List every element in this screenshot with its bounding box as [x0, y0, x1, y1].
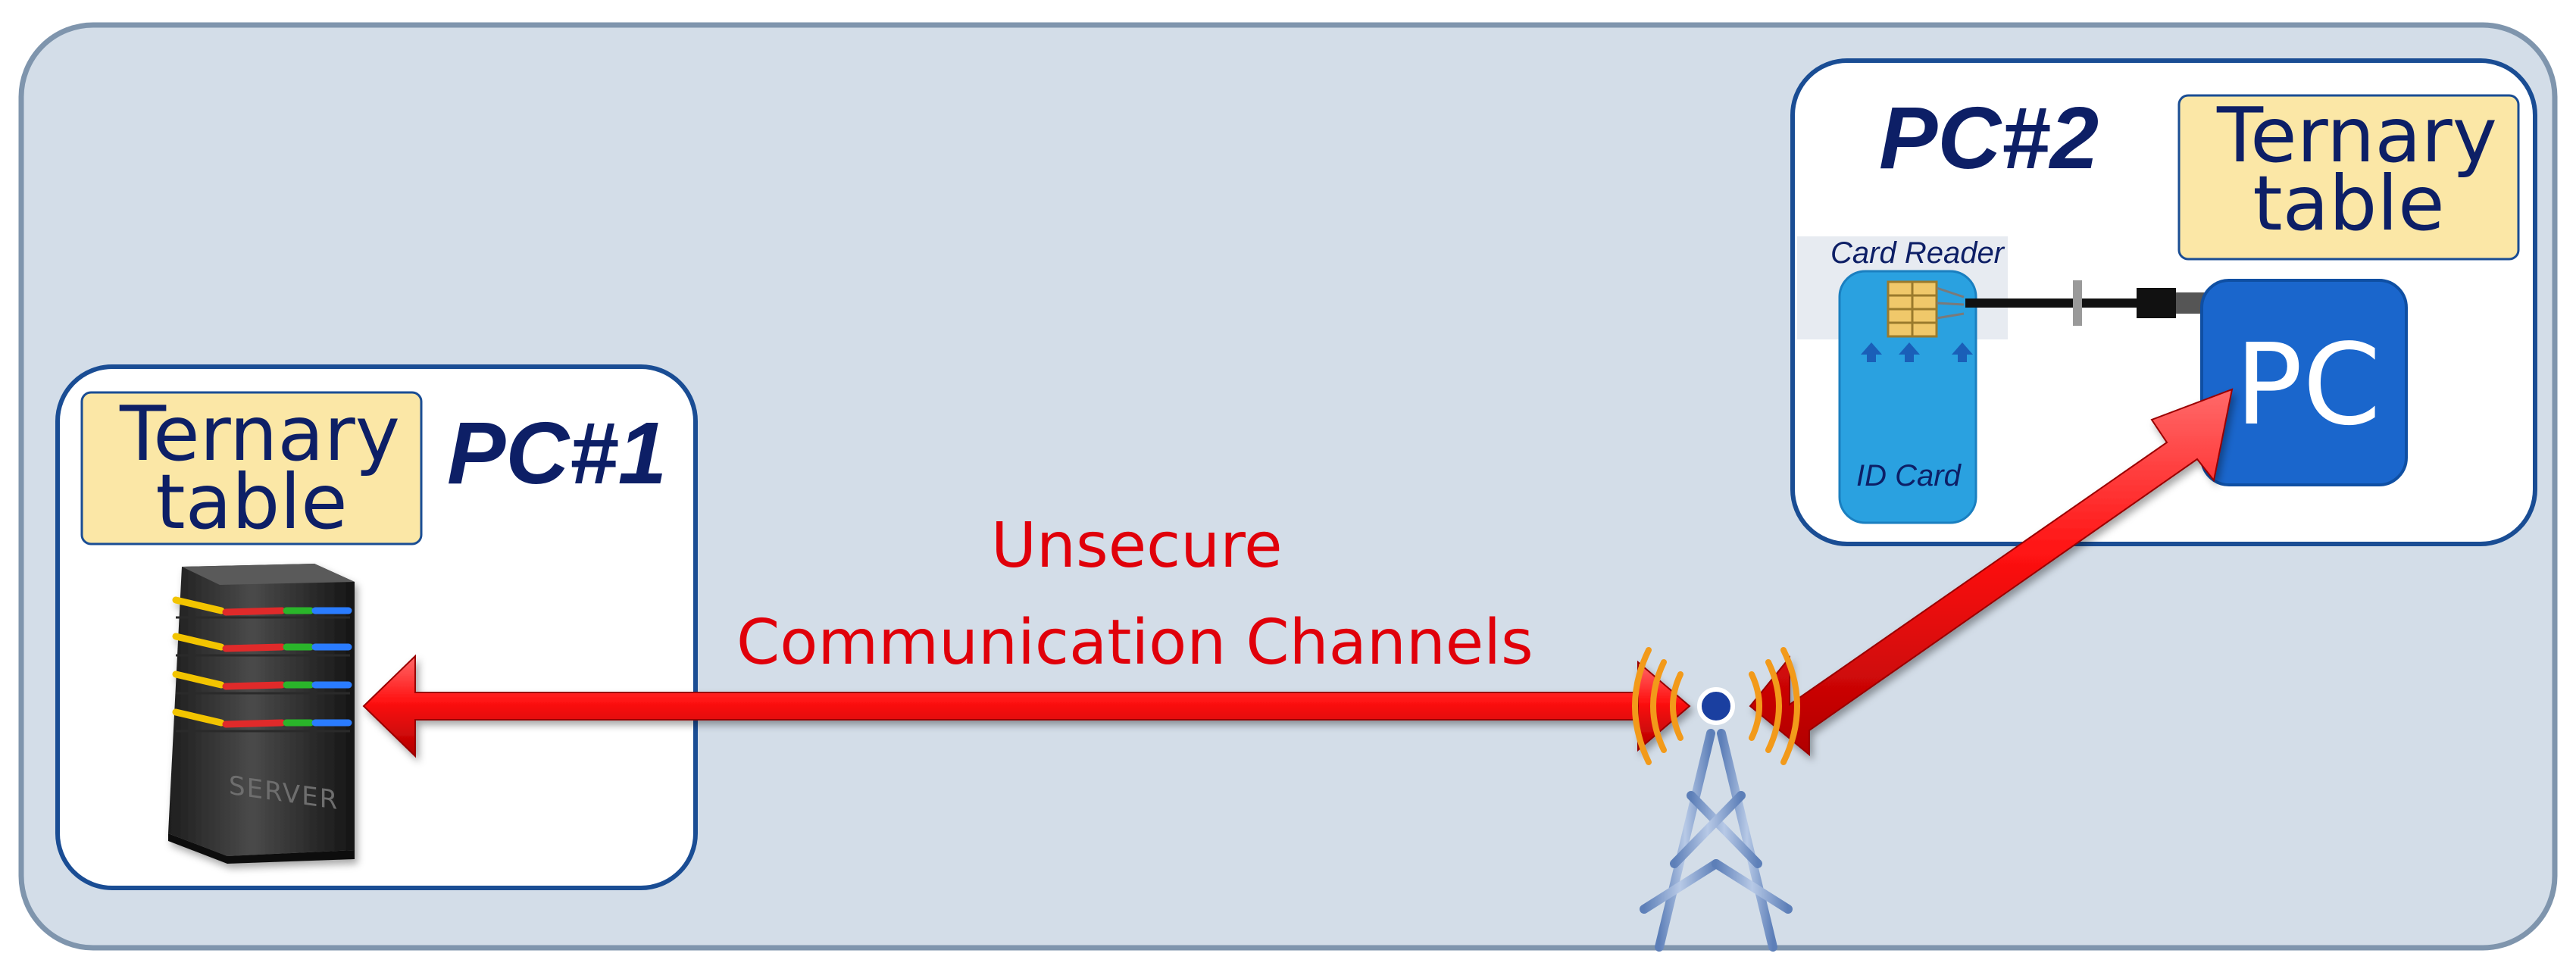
pc2-ternary-table-box [2177, 94, 2520, 261]
id-card-label: ID Card [1856, 459, 1961, 492]
pc-device-icon [2200, 279, 2408, 486]
card-chip-icon [1887, 280, 1965, 338]
pc1-ternary-table-box [80, 391, 423, 545]
pc-device-label: PC [2235, 320, 2381, 450]
antenna-tower-icon [1632, 647, 1800, 952]
pc2-ternary-table-text: Ternary table [2179, 91, 2518, 248]
channel-arrow-diagonal [1749, 388, 2234, 757]
id-card-icon [1838, 270, 1977, 524]
channel-label-line1: Unsecure [991, 510, 1283, 582]
pc2-ternary-table-label: Ternary table [2217, 91, 2497, 248]
channel-label-line2: Communication Channels [736, 607, 1533, 679]
usb-cable-icon [1965, 280, 2205, 326]
pc1-title: PC#1 [447, 404, 667, 502]
insert-arrows-icon [1861, 342, 1973, 362]
pc2-title: PC#2 [1879, 89, 2099, 187]
pc1-ternary-table-label: Ternary table [120, 389, 400, 546]
server-icon [168, 564, 355, 864]
card-reader-label: Card Reader [1830, 236, 2005, 270]
pc1-ternary-table-text: Ternary table [82, 389, 421, 546]
